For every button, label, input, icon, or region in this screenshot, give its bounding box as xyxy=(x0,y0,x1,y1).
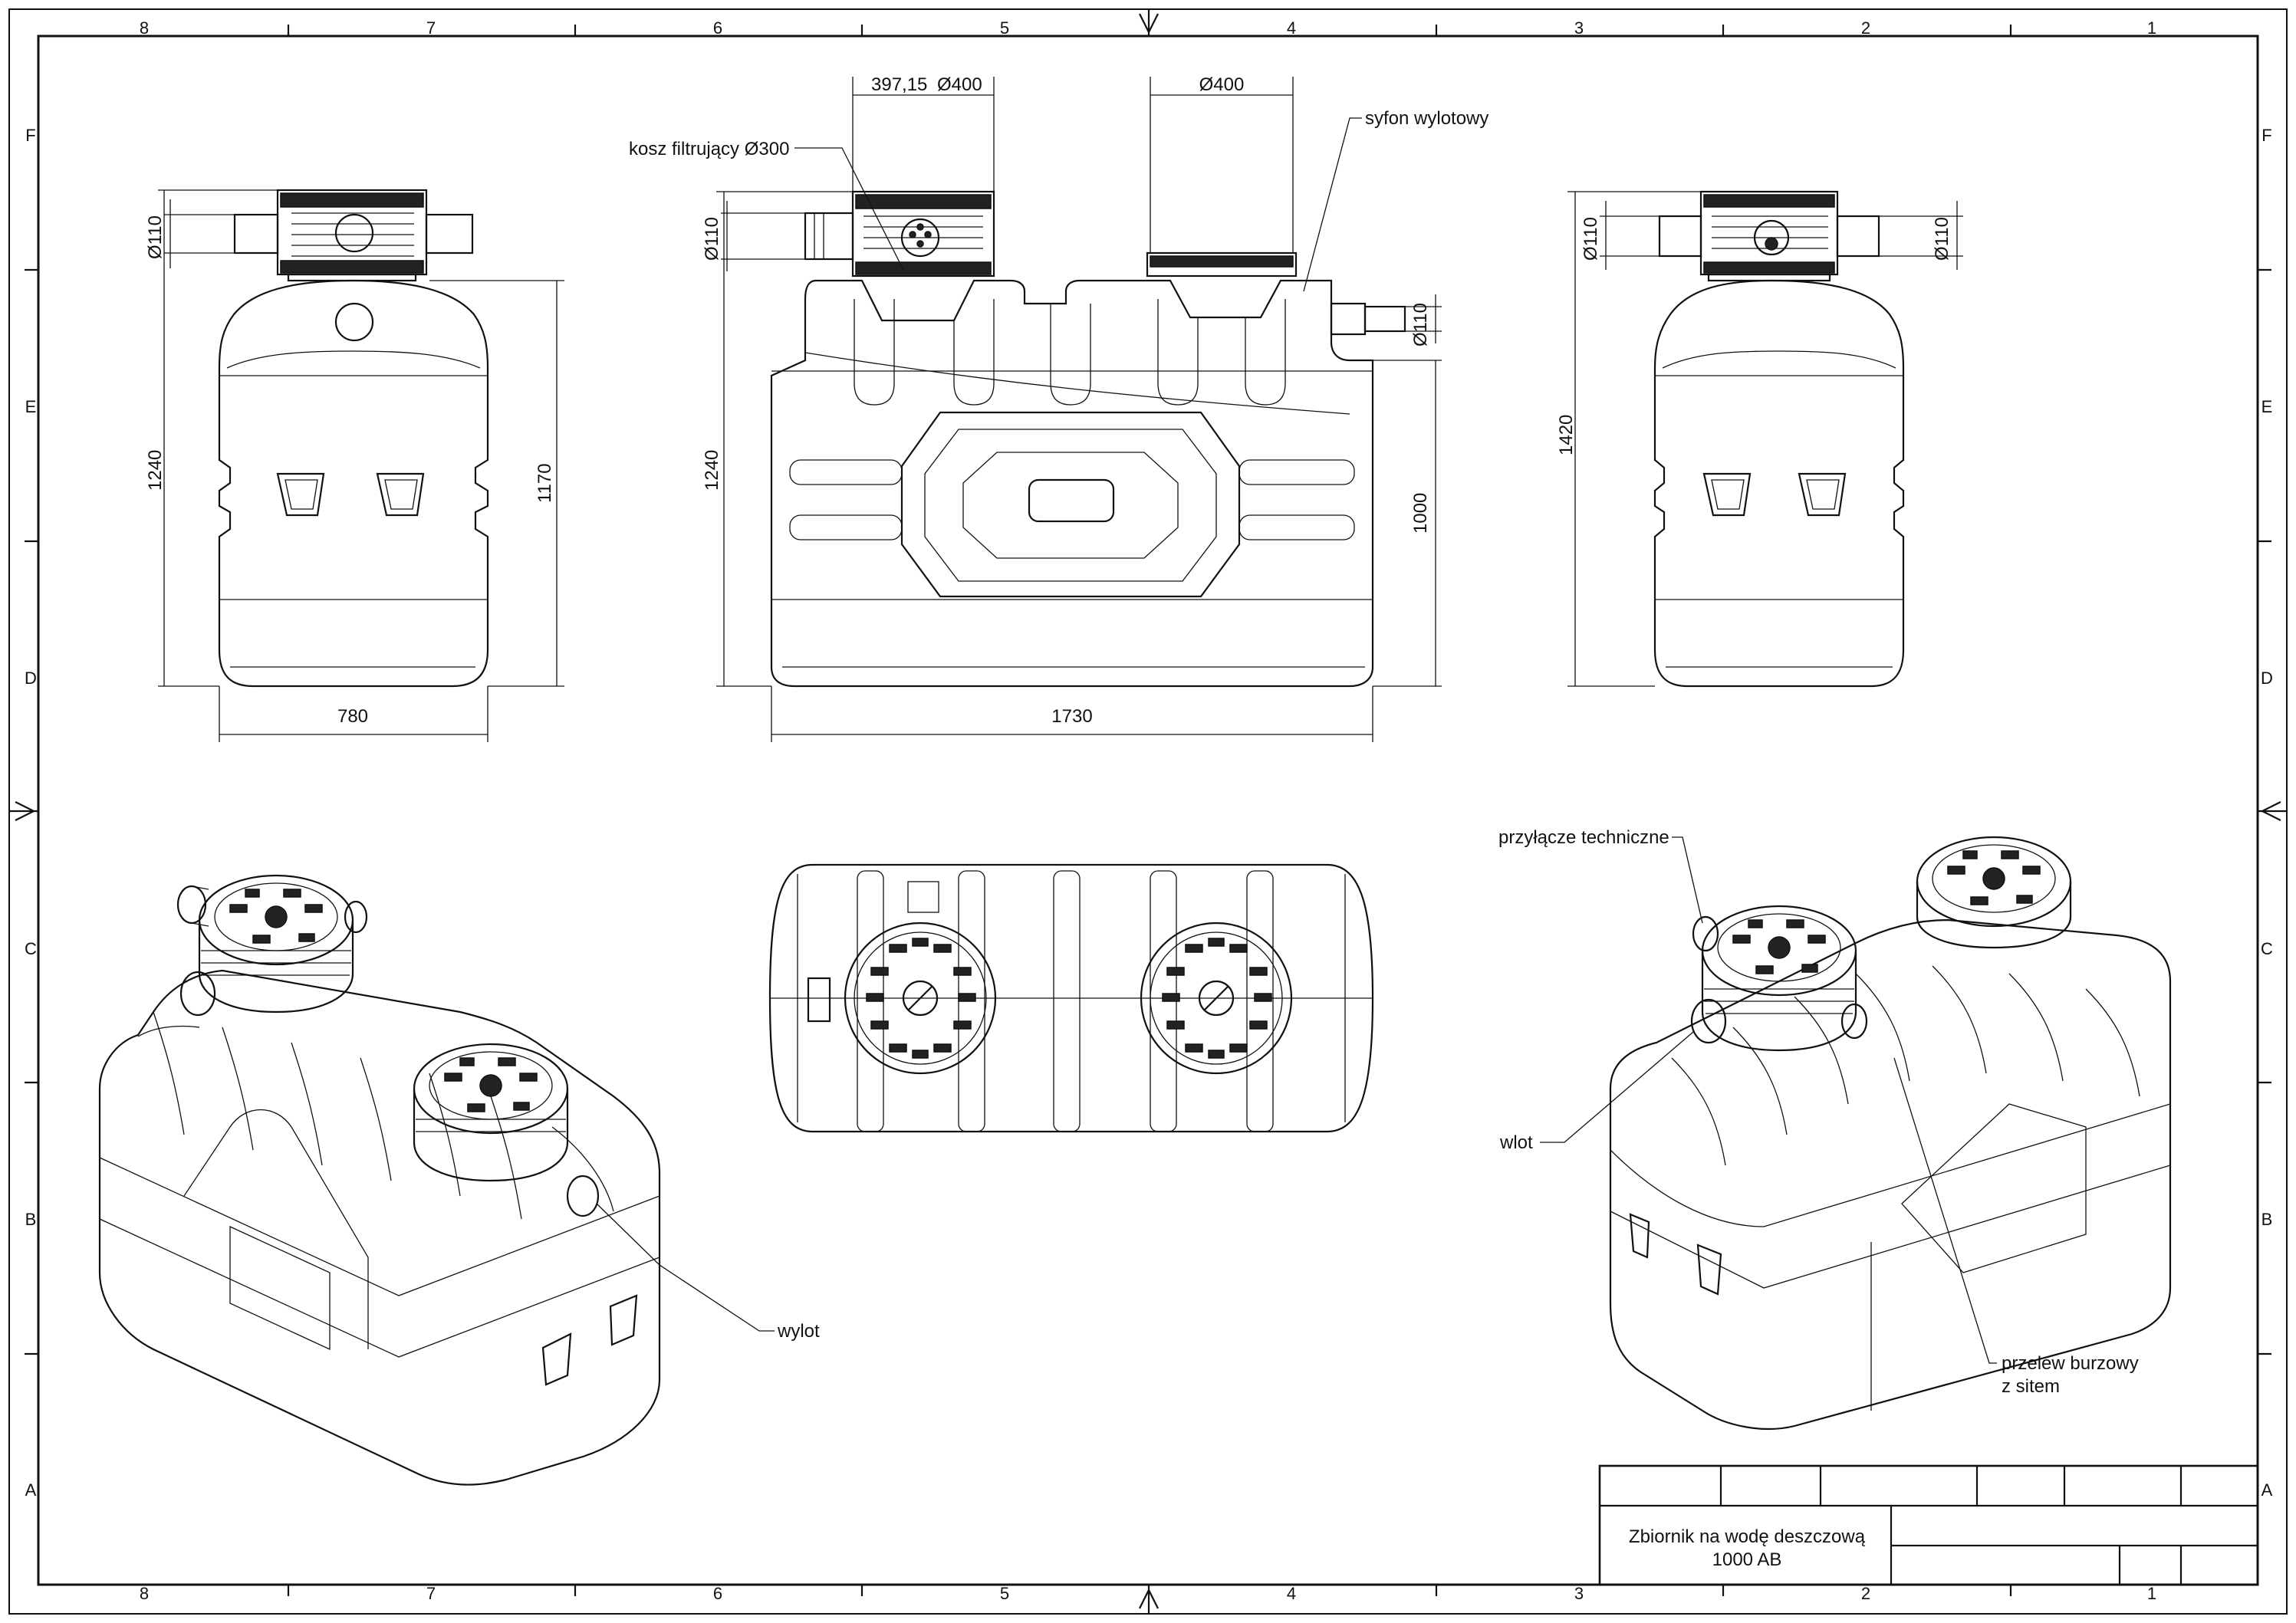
tank-isometric-view-left: wylot xyxy=(98,874,820,1486)
zone-ticks xyxy=(25,25,2271,1596)
col-label-top: 3 xyxy=(1574,18,1584,38)
dim-side-right-pipe-right: Ø110 xyxy=(1932,217,1952,261)
dim-side-right-height: 1420 xyxy=(1556,415,1577,455)
callout-outlet: wylot xyxy=(777,1321,820,1342)
dim-side-left-height: 1240 xyxy=(145,450,166,491)
top-view-lid-left xyxy=(844,922,997,1075)
callout-storm-overflow-1: przelew burzowy xyxy=(2002,1353,2139,1374)
dim-front-height-right: 1000 xyxy=(1410,493,1431,534)
dim-side-left-pipe: Ø110 xyxy=(145,215,166,259)
col-label-bottom: 6 xyxy=(713,1584,722,1603)
col-label-bottom: 2 xyxy=(1861,1584,1870,1603)
col-label-top: 4 xyxy=(1287,18,1296,38)
col-label-bottom: 1 xyxy=(2147,1584,2156,1603)
dim-front-pipe-right: Ø110 xyxy=(1410,303,1431,347)
tank-isometric-view-right: przyłącze techniczne wlot przelew burzow… xyxy=(1498,827,2172,1431)
zone-labels: 8 7 6 5 4 3 2 1 8 7 6 5 4 3 2 1 F E D C … xyxy=(25,18,2273,1603)
callout-tech-connection: przyłącze techniczne xyxy=(1498,827,1669,848)
row-label-right: E xyxy=(2261,397,2273,416)
col-label-bottom: 7 xyxy=(426,1584,436,1603)
dim-front-dia-right: Ø400 xyxy=(1199,74,1245,95)
tank-side-view-left: Ø110 1240 1170 780 xyxy=(145,189,564,742)
dim-front-pipe-left: Ø110 xyxy=(702,217,722,261)
dim-front-offset: 397,15 xyxy=(871,74,927,95)
col-label-bottom: 5 xyxy=(1000,1584,1009,1603)
col-label-bottom: 3 xyxy=(1574,1584,1584,1603)
row-label-right: B xyxy=(2261,1210,2273,1229)
col-label-bottom: 8 xyxy=(140,1584,149,1603)
dim-side-left-width: 780 xyxy=(337,706,368,727)
tank-front-view: 397,15 Ø400 Ø400 Ø110 Ø110 1240 1000 173… xyxy=(629,74,1488,742)
col-label-bottom: 4 xyxy=(1287,1584,1296,1603)
row-label-right: A xyxy=(2261,1480,2273,1500)
col-label-top: 2 xyxy=(1861,18,1870,38)
row-label-right: D xyxy=(2261,669,2273,688)
row-label-right: C xyxy=(2261,939,2273,958)
title-line-1: Zbiornik na wodę deszczową xyxy=(1629,1526,1866,1547)
col-label-top: 6 xyxy=(713,18,722,38)
row-label-left: E xyxy=(25,397,37,416)
col-label-top: 7 xyxy=(426,18,436,38)
dim-front-length: 1730 xyxy=(1051,706,1092,727)
callout-filter-basket: kosz filtrujący Ø300 xyxy=(629,139,789,159)
tank-side-view-right: Ø110 Ø110 1420 xyxy=(1556,190,1963,688)
row-label-left: F xyxy=(25,126,35,145)
callout-outlet-siphon: syfon wylotowy xyxy=(1365,108,1488,129)
col-label-top: 8 xyxy=(140,18,149,38)
title-line-2: 1000 AB xyxy=(1712,1549,1782,1570)
callout-storm-overflow-2: z sitem xyxy=(2002,1376,2060,1397)
col-label-top: 5 xyxy=(1000,18,1009,38)
row-label-left: B xyxy=(25,1210,37,1229)
row-label-right: F xyxy=(2261,126,2271,145)
row-label-left: D xyxy=(25,669,37,688)
dim-front-dia-left: Ø400 xyxy=(937,74,982,95)
row-label-left: C xyxy=(25,939,37,958)
col-label-top: 1 xyxy=(2147,18,2156,38)
callout-inlet: wlot xyxy=(1499,1132,1533,1153)
row-label-left: A xyxy=(25,1480,37,1500)
top-view-lid-right xyxy=(1140,922,1293,1075)
dim-front-height: 1240 xyxy=(702,450,722,491)
dim-side-right-pipe-left: Ø110 xyxy=(1581,217,1601,261)
dim-side-left-height-inner: 1170 xyxy=(535,463,555,503)
tank-top-view xyxy=(768,863,1374,1133)
centering-marks xyxy=(9,9,2287,1614)
title-block: Zbiornik na wodę deszczową 1000 AB xyxy=(1598,1464,2259,1586)
